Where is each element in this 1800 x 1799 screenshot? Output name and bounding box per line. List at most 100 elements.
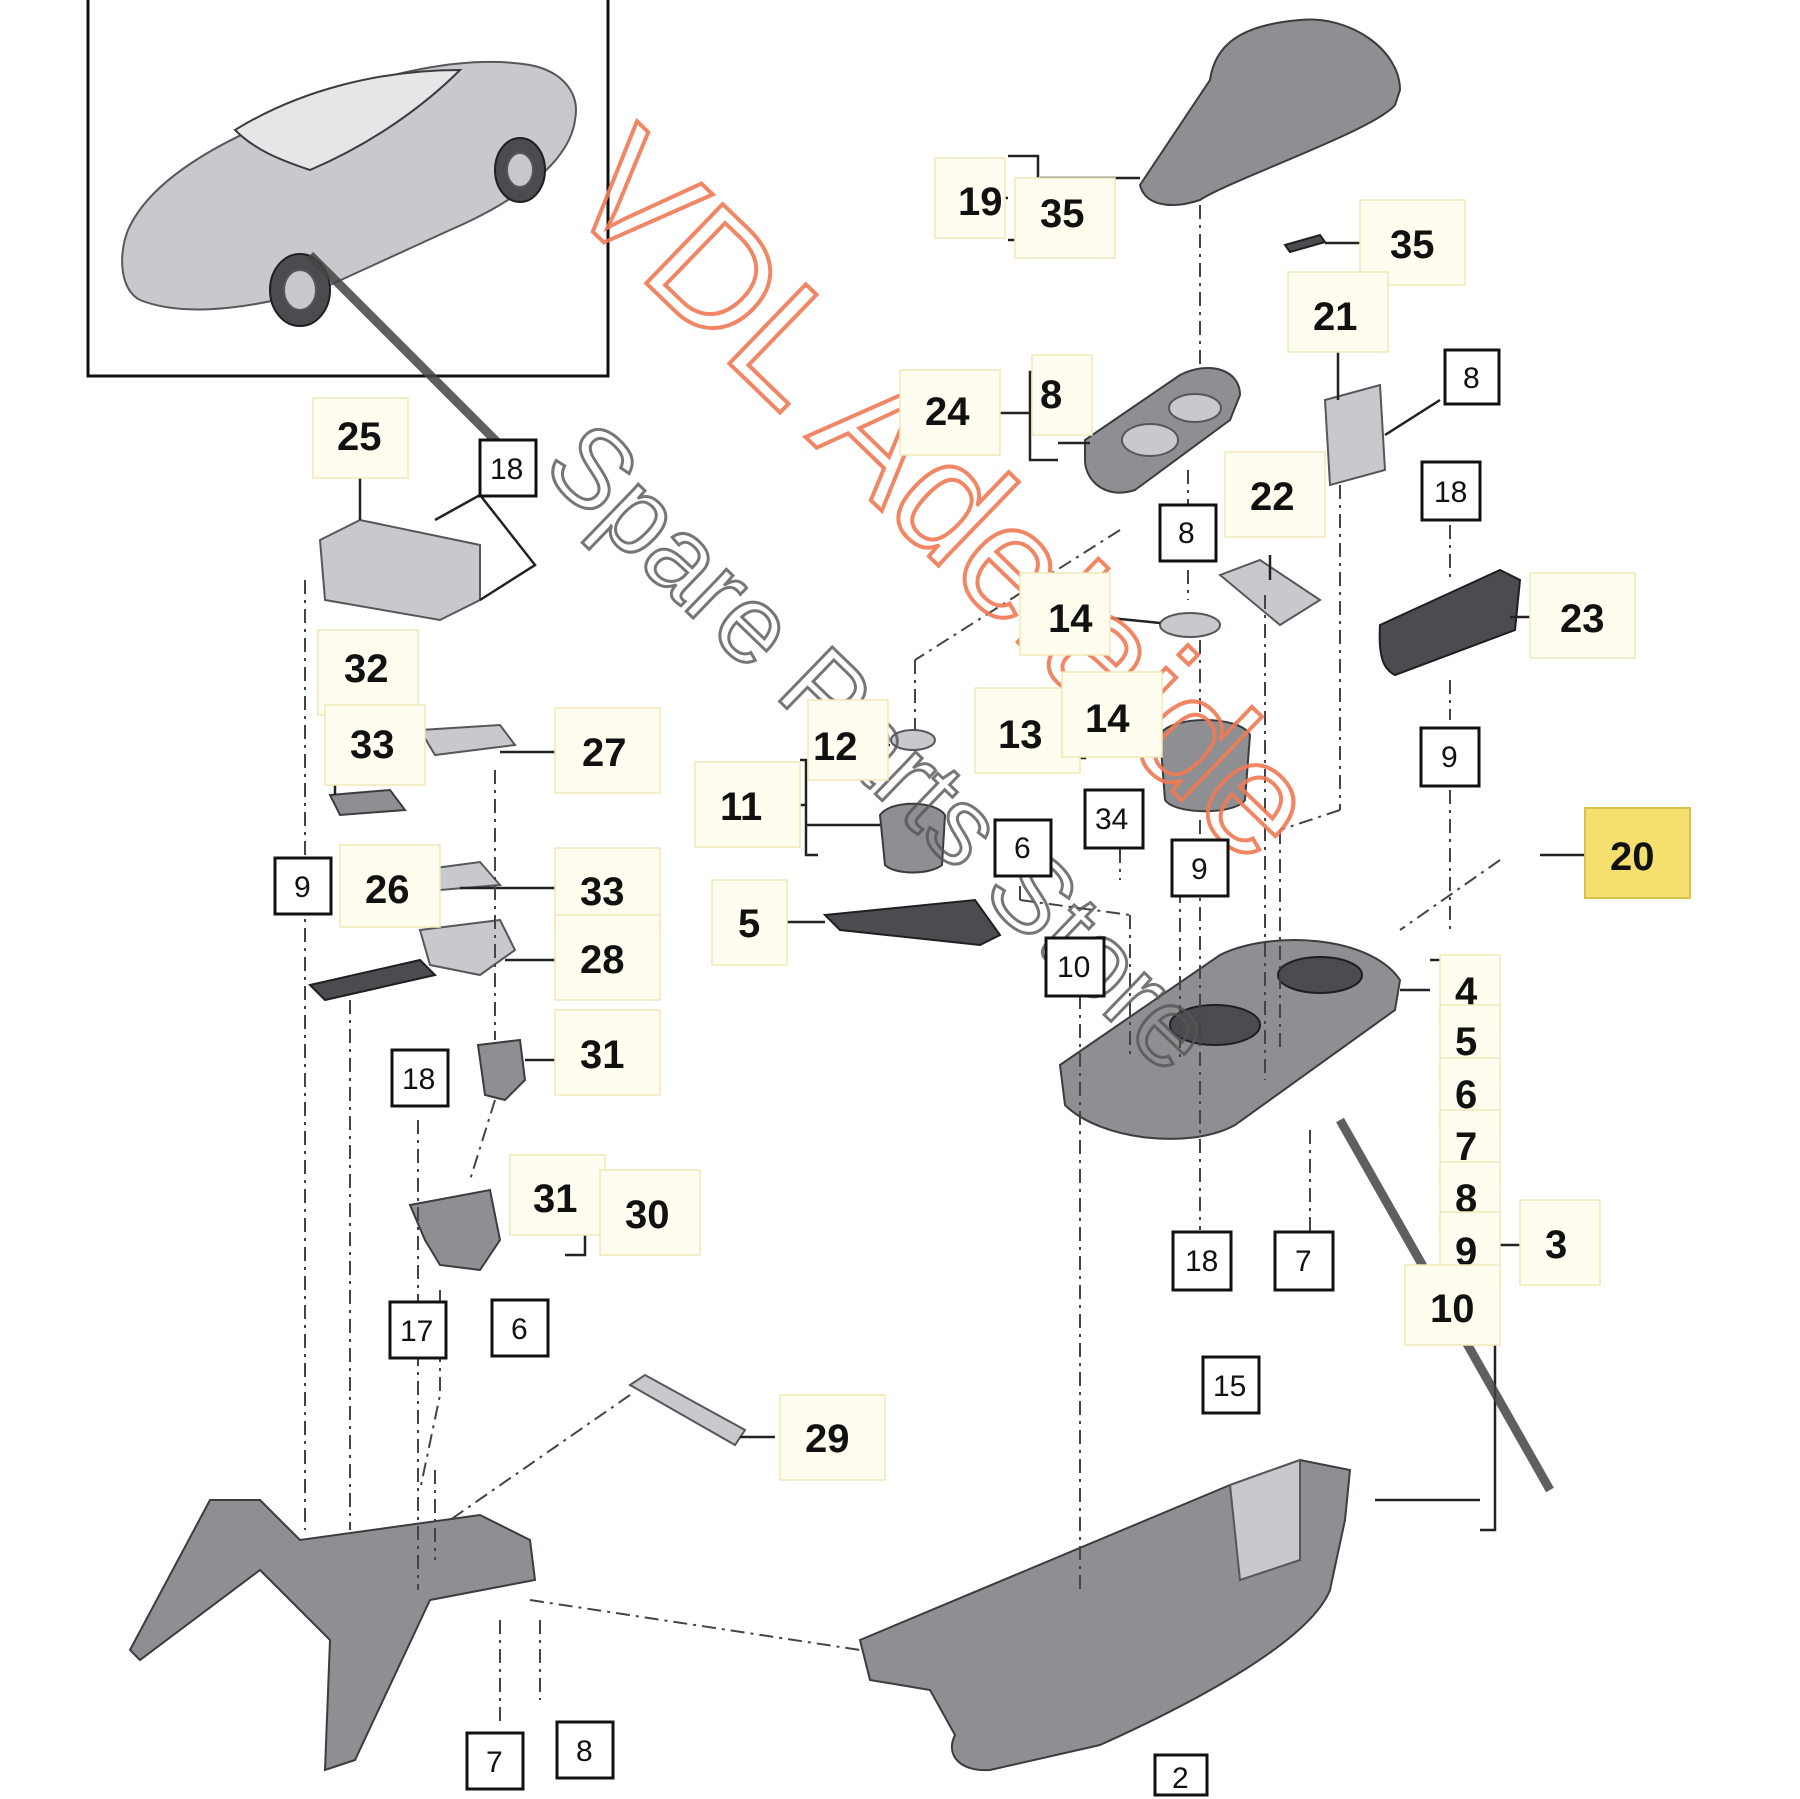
- switch-panel: [1323, 383, 1387, 487]
- disc-part: [1159, 612, 1221, 638]
- trim-strip-upper: [418, 723, 517, 757]
- svg-text:14: 14: [1085, 697, 1130, 741]
- boxed-ref: 6: [490, 1298, 550, 1358]
- callout: 33: [324, 704, 426, 786]
- svg-text:29: 29: [805, 1417, 850, 1461]
- callout: 29: [779, 1394, 886, 1481]
- svg-text:24: 24: [925, 390, 970, 434]
- boxed-ref: 15: [1201, 1355, 1261, 1415]
- svg-text:33: 33: [580, 870, 625, 914]
- boxed-ref: 18: [1420, 460, 1482, 522]
- boxed-ref: 8: [555, 1720, 615, 1780]
- svg-text:23: 23: [1560, 597, 1605, 641]
- svg-text:11: 11: [720, 785, 762, 829]
- front-console-frame: [128, 1499, 537, 1772]
- callout: 28: [554, 914, 661, 1001]
- callout: 26: [339, 844, 441, 928]
- svg-text:2: 2: [1172, 1762, 1189, 1795]
- boxed-ref: 10: [1044, 936, 1106, 998]
- svg-text:12: 12: [813, 725, 858, 769]
- boxed-refs: 18 8 18 8 9 9 6 34 9 10 18 18 7 17 6 15 …: [273, 348, 1501, 1797]
- callout: 24: [899, 369, 1001, 456]
- svg-text:7: 7: [486, 1746, 503, 1779]
- svg-text:7: 7: [1295, 1245, 1312, 1278]
- svg-text:18: 18: [1434, 476, 1467, 509]
- svg-text:9: 9: [1191, 853, 1208, 886]
- svg-text:25: 25: [337, 415, 382, 459]
- svg-text:35: 35: [1040, 192, 1085, 236]
- boxed-ref: 18: [478, 438, 538, 498]
- svg-text:6: 6: [1014, 832, 1031, 865]
- callout: 21: [1287, 271, 1389, 353]
- boxed-ref: 9: [273, 856, 333, 916]
- svg-text:10: 10: [1430, 1287, 1475, 1331]
- air-vent: [1378, 568, 1522, 677]
- svg-text:14: 14: [1048, 597, 1093, 641]
- control-unit: [318, 518, 481, 622]
- cup-insert-small: [878, 802, 947, 874]
- bracket-assembly: [408, 1188, 502, 1272]
- bracket-part: [476, 1038, 527, 1102]
- callout-highlighted: 20: [1584, 807, 1691, 899]
- boxed-ref: 8: [1443, 348, 1501, 406]
- svg-text:32: 32: [344, 647, 389, 691]
- svg-text:18: 18: [1185, 1245, 1218, 1278]
- boxed-ref: 7: [1273, 1230, 1335, 1292]
- svg-text:18: 18: [402, 1063, 435, 1096]
- callout: 23: [1529, 572, 1636, 659]
- cup-insert: [1158, 719, 1252, 813]
- callout: 14: [1061, 671, 1163, 758]
- callout: 10: [1404, 1264, 1501, 1346]
- svg-text:10: 10: [1057, 951, 1090, 984]
- boxed-ref: 18: [1171, 1230, 1233, 1292]
- svg-text:31: 31: [580, 1033, 625, 1077]
- switch-module: [308, 958, 437, 1002]
- svg-text:8: 8: [1463, 362, 1480, 395]
- svg-text:20: 20: [1610, 835, 1655, 879]
- clip-part: [1283, 233, 1327, 254]
- svg-text:8: 8: [1040, 373, 1062, 417]
- rod-part: [628, 1373, 747, 1447]
- callout: 30: [599, 1169, 701, 1256]
- trim-strip-small: [328, 788, 407, 817]
- svg-text:19: 19: [958, 180, 1003, 224]
- svg-text:27: 27: [582, 731, 627, 775]
- svg-text:30: 30: [625, 1193, 670, 1237]
- mat-part: [1218, 558, 1322, 627]
- callout: 12: [807, 699, 889, 781]
- svg-text:9: 9: [1455, 1230, 1477, 1274]
- boxed-ref: 8: [1158, 503, 1218, 563]
- svg-text:28: 28: [580, 938, 625, 982]
- callout: 3: [1519, 1199, 1601, 1286]
- svg-text:22: 22: [1250, 475, 1295, 519]
- svg-text:8: 8: [1455, 1177, 1477, 1221]
- svg-text:7: 7: [1455, 1125, 1477, 1169]
- svg-text:13: 13: [998, 713, 1043, 757]
- callout: 22: [1224, 451, 1326, 538]
- svg-text:17: 17: [400, 1315, 433, 1348]
- boxed-ref: 9: [1170, 838, 1230, 898]
- svg-text:5: 5: [1455, 1020, 1477, 1064]
- svg-text:35: 35: [1390, 223, 1435, 267]
- callout: 8: [1031, 354, 1093, 436]
- switch-module-28: [418, 918, 517, 977]
- svg-text:8: 8: [576, 1735, 593, 1768]
- callout: 27: [554, 707, 661, 794]
- svg-text:34: 34: [1095, 803, 1128, 836]
- svg-text:26: 26: [365, 868, 410, 912]
- callout: 32: [317, 629, 419, 716]
- svg-text:6: 6: [1455, 1073, 1477, 1117]
- svg-text:31: 31: [533, 1177, 578, 1221]
- boxed-ref: 9: [1419, 726, 1481, 788]
- boxed-ref: 2: [1153, 1753, 1209, 1797]
- boxed-ref: 7: [465, 1731, 525, 1791]
- vehicle-thumbnail: [86, 0, 610, 378]
- armrest-lid: [1138, 18, 1402, 206]
- main-console: [858, 1458, 1352, 1772]
- boxed-ref: 34: [1083, 788, 1145, 850]
- callout: 25: [312, 397, 409, 479]
- callout: 31: [509, 1154, 606, 1236]
- callouts: 19 35 35 21 24 8 25 22 14 23 32 33 27 12…: [312, 157, 1691, 1481]
- svg-text:6: 6: [511, 1313, 528, 1346]
